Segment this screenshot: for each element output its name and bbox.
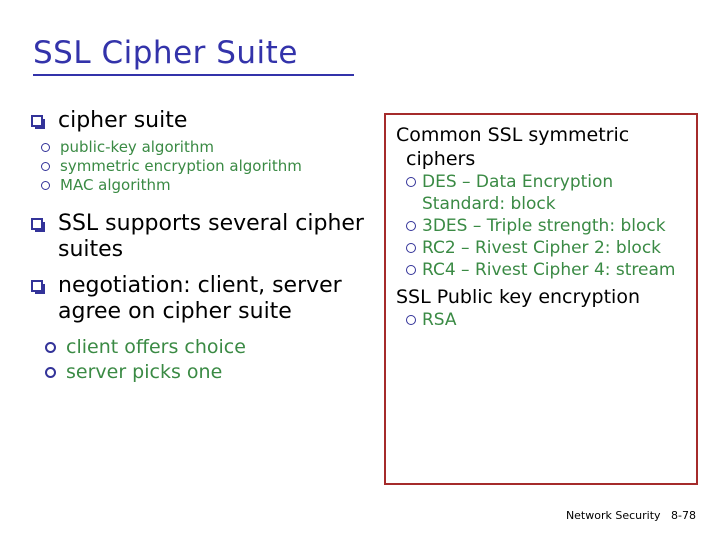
sub-bullet-group-cipher-suite: public-key algorithm symmetric encryptio… [28,138,378,195]
circle-marker-icon [41,162,50,171]
circle-marker-icon [45,342,56,353]
callout-heading-symmetric-ciphers: Common SSL symmetric ciphers [392,123,690,171]
sub-bullet-client-offers-choice: client offers choice [28,335,378,360]
page-title: SSL Cipher Suite [33,35,298,71]
circle-marker-icon [41,143,50,152]
sub-bullet-symmetric-encryption-algorithm: symmetric encryption algorithm [28,157,378,176]
right-callout-box: Common SSL symmetric ciphers DES – Data … [384,113,698,485]
circle-marker-icon [406,221,416,231]
cipher-item-3des: 3DES – Triple strength: block [392,215,690,237]
public-key-item-label: RSA [422,310,457,330]
circle-marker-icon [45,367,56,378]
bullet-item-ssl-supports-several: SSL supports several cipher suites [28,211,378,263]
circle-marker-icon [406,177,416,187]
cipher-item-label: 3DES – Triple strength: block [422,216,666,236]
bullet-label: SSL supports several cipher suites [58,211,364,262]
cipher-item-rc4: RC4 – Rivest Cipher 4: stream [392,259,690,281]
bullet-label: cipher suite [58,108,188,133]
circle-marker-icon [406,315,416,325]
callout-heading-public-key: SSL Public key encryption [396,286,641,308]
sub-bullet-label: symmetric encryption algorithm [60,157,302,175]
cipher-item-des: DES – Data Encryption Standard: block [392,171,690,215]
circle-marker-icon [406,243,416,253]
sub-bullet-label: server picks one [66,361,223,383]
callout-heading-line2: ciphers [406,148,476,170]
sub-bullet-group-negotiation: client offers choice server picks one [28,335,378,385]
sub-bullet-label: MAC algorithm [60,176,171,194]
bullet-label: negotiation: client, server agree on cip… [58,273,342,324]
slide-footer: Network Security 8-78 [565,509,696,522]
cipher-item-label: DES – Data Encryption Standard: block [422,172,614,214]
public-key-list: RSA [392,309,690,331]
square-3d-marker-icon [31,115,43,127]
bullet-item-cipher-suite: cipher suite [28,108,378,134]
sub-bullet-mac-algorithm: MAC algorithm [28,176,378,195]
public-key-item-rsa: RSA [392,309,690,331]
callout-heading-line1: Common SSL symmetric [396,124,630,146]
square-3d-marker-icon [31,280,43,292]
cipher-item-label: RC2 – Rivest Cipher 2: block [422,238,662,258]
cipher-list: DES – Data Encryption Standard: block 3D… [392,171,690,281]
bullet-item-negotiation: negotiation: client, server agree on cip… [28,273,378,325]
sub-bullet-label: client offers choice [66,336,246,358]
circle-marker-icon [41,181,50,190]
square-3d-marker-icon [31,218,43,230]
left-content-column: cipher suite public-key algorithm symmet… [28,108,378,385]
sub-bullet-public-key-algorithm: public-key algorithm [28,138,378,157]
cipher-item-label: RC4 – Rivest Cipher 4: stream [422,260,676,280]
title-underline [33,74,354,76]
cipher-item-rc2: RC2 – Rivest Cipher 2: block [392,237,690,259]
circle-marker-icon [406,265,416,275]
sub-bullet-label: public-key algorithm [60,138,214,156]
sub-bullet-server-picks-one: server picks one [28,360,378,385]
